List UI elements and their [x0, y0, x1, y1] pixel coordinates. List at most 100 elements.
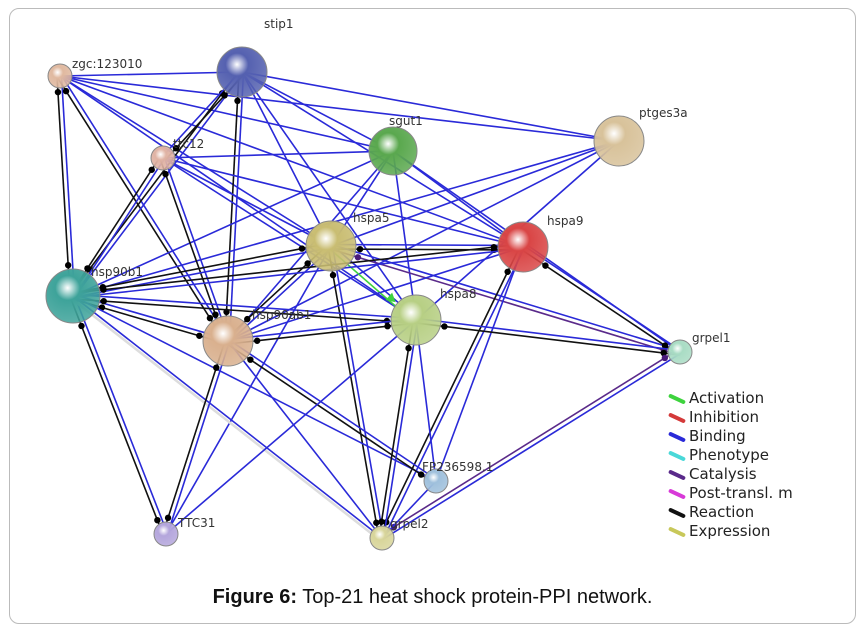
edge-end-dot [417, 471, 425, 478]
edge-line [523, 245, 682, 352]
edge-line [382, 320, 419, 539]
edge-reaction [225, 339, 438, 485]
protein-node[interactable]: FP236598.1 [422, 460, 493, 494]
edge-end-dot [356, 245, 364, 253]
protein-node[interactable]: zgc:123010 [47, 57, 142, 89]
edge-line [331, 245, 385, 538]
edge-end-dot [206, 314, 214, 322]
node-label: TTC31 [177, 516, 215, 530]
edge-line [228, 339, 438, 481]
protein-node[interactable]: hsp90b1 [45, 265, 143, 324]
protein-node[interactable]: hspa8 [390, 287, 476, 346]
edge-end-dot [247, 356, 254, 363]
edge-line [73, 295, 169, 534]
edge-reaction [520, 245, 682, 356]
edge-line [166, 341, 231, 535]
legend-label: Post-transl. m [689, 484, 793, 502]
edge-reaction [415, 317, 681, 357]
caption-prefix: Figure 6: [212, 586, 298, 608]
edge-line [159, 158, 226, 343]
edge-line [69, 69, 241, 295]
edge-line [379, 348, 679, 537]
edge-binding [165, 245, 332, 535]
node-label: grpel1 [692, 331, 731, 345]
edge-binding [72, 150, 394, 297]
edge-line [227, 246, 524, 342]
edge-line [72, 150, 394, 297]
node-sphere[interactable] [390, 294, 442, 346]
protein-node[interactable]: hspa9 [497, 214, 583, 273]
node-label: hspa8 [440, 287, 476, 301]
node-label: hsp90ab1 [252, 308, 311, 322]
protein-node[interactable]: ttc12 [150, 137, 204, 171]
edge-reaction [227, 317, 417, 345]
node-sphere[interactable] [667, 339, 693, 365]
node-sphere[interactable] [216, 46, 268, 98]
edge-line [73, 247, 524, 299]
edge-line [382, 352, 682, 540]
edge-binding [227, 246, 524, 342]
edge-line [73, 72, 244, 298]
edge-binding [59, 75, 620, 142]
node-sphere[interactable] [45, 268, 101, 324]
edge-line [163, 157, 231, 341]
protein-node[interactable]: hsp90ab1 [202, 308, 311, 367]
node-label: stip1 [264, 17, 294, 31]
edge-end-dot [660, 349, 667, 357]
node-sphere[interactable] [423, 468, 449, 494]
edge-line [228, 72, 245, 342]
node-sphere[interactable] [369, 525, 395, 551]
legend-swatch-icon [667, 468, 687, 481]
edge-end-dot [62, 87, 70, 95]
edge-binding [162, 150, 394, 159]
edge-line [225, 342, 435, 485]
protein-node[interactable]: stip1 [216, 17, 294, 98]
legend-item: Post-transl. m [667, 484, 793, 503]
edge-end-dot [84, 265, 91, 272]
edge-end-dot [244, 315, 251, 323]
edge-line [70, 297, 381, 542]
edge-line [72, 295, 437, 482]
node-sphere[interactable] [150, 145, 176, 171]
edge-binding [415, 319, 437, 482]
edge-binding [227, 340, 383, 539]
edge-line [59, 71, 243, 77]
edge-reaction [69, 155, 165, 298]
edge-binding [241, 71, 332, 247]
edge-end-dot [384, 323, 391, 330]
protein-node[interactable]: TTC31 [153, 516, 215, 547]
edge-end-dot [154, 516, 161, 524]
node-sphere[interactable] [305, 220, 357, 272]
protein-node[interactable]: ptges3a [593, 106, 688, 167]
node-sphere[interactable] [202, 315, 254, 367]
edge-binding [330, 140, 620, 247]
edge-end-dot [100, 286, 107, 293]
protein-node[interactable]: grpel1 [667, 331, 731, 365]
edge-line [392, 150, 417, 321]
edge-line [60, 74, 230, 341]
edge-line [241, 71, 620, 142]
legend-item: Inhibition [667, 408, 793, 427]
edge-binding [59, 75, 394, 152]
edge-binding [162, 157, 417, 321]
node-sphere[interactable] [497, 221, 549, 273]
protein-node[interactable]: hspa5 [305, 211, 389, 272]
edge-end-dot [100, 297, 107, 305]
edge-binding [241, 71, 620, 142]
legend-swatch-icon [667, 487, 687, 500]
edge-line [227, 340, 383, 539]
protein-node[interactable]: grpel2 [369, 517, 429, 551]
edge-line [227, 140, 620, 342]
edge-end-dot [54, 88, 62, 96]
edge-end-dot [378, 518, 385, 525]
edge-binding [59, 71, 243, 77]
node-sphere[interactable] [593, 115, 645, 167]
edge-line [60, 75, 76, 296]
edge-line [165, 319, 417, 535]
node-sphere[interactable] [153, 521, 179, 547]
protein-node[interactable]: sgut1 [368, 114, 423, 176]
node-sphere[interactable] [368, 126, 418, 176]
edge-line [165, 245, 332, 535]
edge-line [73, 293, 417, 320]
node-sphere[interactable] [47, 63, 73, 89]
